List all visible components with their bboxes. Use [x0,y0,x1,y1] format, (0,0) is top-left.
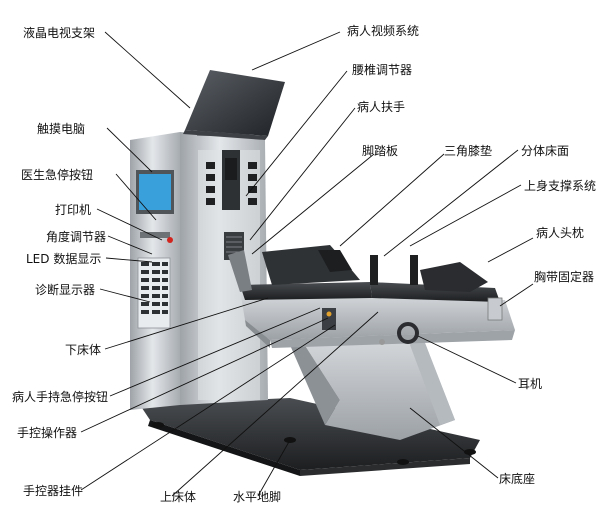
label-bed-base: 床底座 [499,472,536,486]
label-doctor-stop: 医生急停按钮 [21,168,94,182]
label-upper-bed: 上床体 [160,490,197,504]
label-touch-pc: 触摸电脑 [37,122,86,136]
bed-cushions [228,245,500,302]
lower-bed [240,290,515,348]
label-led-display: LED 数据显示 [26,252,102,266]
label-split-bed: 分体床面 [521,144,570,158]
label-handrail: 病人扶手 [357,100,406,114]
lcd-monitor [183,70,285,140]
label-hand-controller: 手控操作器 [17,426,78,440]
label-upper-support: 上身支撑系统 [524,179,597,193]
label-pedal: 脚踏板 [362,144,399,158]
label-angle-adjuster: 角度调节器 [46,230,107,244]
label-diag-display: 诊断显示器 [35,283,96,297]
base-frame [140,398,480,476]
label-patient-stop: 病人手持急停按钮 [12,390,109,404]
label-leveling-foot: 水平地脚 [233,490,282,504]
accessories [322,297,503,345]
label-chest-belt: 胸带固定器 [534,270,595,284]
label-earphone: 耳机 [518,377,543,391]
label-lower-bed: 下床体 [65,343,102,357]
label-lumbar-adjuster: 腰椎调节器 [352,63,413,77]
label-lcd-mount: 液晶电视支架 [23,26,96,40]
label-head-pillow: 病人头枕 [536,226,585,240]
leader-lines [80,31,534,497]
control-tower [130,132,268,410]
label-triangle-pad: 三角膝垫 [444,144,493,158]
label-printer: 打印机 [55,203,92,217]
label-video-system: 病人视频系统 [347,24,420,38]
label-controller-hook: 手控器挂件 [23,484,84,498]
